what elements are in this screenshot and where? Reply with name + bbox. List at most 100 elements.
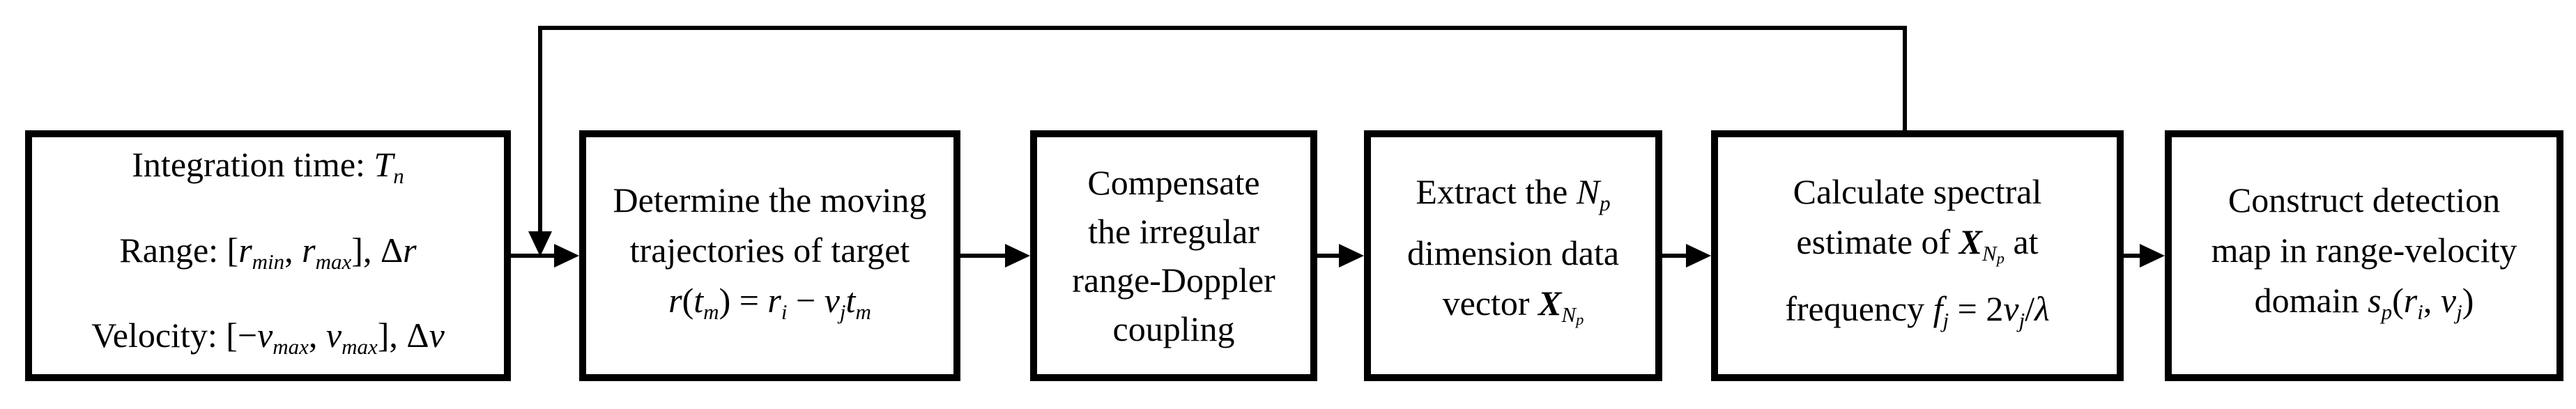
math-segment: vector <box>1442 284 1539 323</box>
math-segment: i <box>781 299 788 324</box>
math-segment: m <box>855 299 871 324</box>
math-segment: n <box>393 163 404 188</box>
math-segment: r <box>2403 280 2418 320</box>
math-segment: N <box>1982 240 1997 265</box>
feedback-arrowhead-down-icon <box>528 231 552 256</box>
arrow-line-4-5 <box>1662 254 1689 258</box>
math-segment: , <box>308 316 326 355</box>
box-spectral-estimate-line-2: estimate of XNp at <box>1718 217 2117 284</box>
math-segment: ( <box>2392 280 2404 320</box>
math-segment: v <box>429 316 445 355</box>
math-segment: Calculate spectral <box>1793 171 2042 211</box>
math-segment: j <box>1942 307 1949 332</box>
math-segment: Construct detection <box>2228 180 2501 219</box>
math-segment: j <box>839 299 846 324</box>
box-determine-trajectories: Determine the moving trajectories of tar… <box>579 130 960 381</box>
box-detection-map: Construct detection map in range-velocit… <box>2165 130 2563 381</box>
math-segment: − <box>787 280 825 320</box>
math-segment: X <box>1538 284 1562 323</box>
math-segment: p <box>1576 311 1584 329</box>
feedback-line-rise <box>1903 26 1907 130</box>
box-detection-map-line-1: Construct detection <box>2172 175 2556 225</box>
math-segment: v <box>325 316 342 355</box>
box-determine-trajectories-line-2: trajectories of target <box>586 225 953 275</box>
math-segment: p <box>2381 299 2393 324</box>
math-segment: , <box>2423 280 2441 320</box>
math-segment: r <box>302 230 316 270</box>
math-segment: j <box>2456 299 2462 324</box>
box-compensate-coupling-line-3: range-Doppler <box>1037 256 1310 304</box>
box-compensate-coupling: Compensate the irregular range-Doppler c… <box>1030 130 1317 381</box>
math-segment: Compensate <box>1087 163 1260 202</box>
math-segment: f <box>1933 288 1943 328</box>
arrowhead-right-2-3-icon <box>1005 244 1030 268</box>
box-input-parameters-line-1: Integration time: Tn <box>32 128 504 213</box>
arrowhead-right-1-2-icon <box>554 244 579 268</box>
math-segment: max <box>342 334 378 360</box>
math-segment: r <box>403 230 417 270</box>
math-segment: = 2 <box>1949 288 2004 328</box>
math-segment: ], Δ <box>377 316 429 355</box>
feedback-line-top <box>538 26 1907 30</box>
box-spectral-estimate: Calculate spectral estimate of XNp at fr… <box>1711 130 2124 381</box>
box-determine-trajectories-line-1: Determine the moving <box>586 175 953 225</box>
math-segment: max <box>315 249 352 274</box>
math-segment: , <box>284 230 302 270</box>
arrowhead-right-5-6-icon <box>2140 244 2165 268</box>
math-segment: ], Δ <box>351 230 404 270</box>
math-segment: N <box>1561 302 1577 327</box>
math-segment: p <box>1600 190 1611 215</box>
math-segment: v <box>257 316 273 355</box>
math-segment: ) <box>2462 280 2474 320</box>
math-segment: Velocity: [− <box>91 316 258 355</box>
math-segment: Range: [ <box>119 230 239 270</box>
box-spectral-estimate-line-3: frequency fj = 2vj/λ <box>1718 284 2117 346</box>
math-segment: r <box>767 280 781 320</box>
math-segment: s <box>2368 280 2382 320</box>
math-segment: X <box>1958 222 1983 261</box>
arrow-line-3-4 <box>1317 254 1342 258</box>
math-segment: trajectories of target <box>629 230 910 270</box>
math-segment: v <box>2003 288 2019 328</box>
box-spectral-estimate-line-1: Calculate spectral <box>1718 167 2117 217</box>
math-segment: t <box>845 280 856 320</box>
math-segment: max <box>273 334 309 360</box>
math-segment: Determine the moving <box>613 180 927 219</box>
math-segment: Integration time: <box>132 144 374 184</box>
arrowhead-right-4-5-icon <box>1686 244 1711 268</box>
math-segment: Extract the <box>1416 171 1577 211</box>
math-segment: map in range-velocity <box>2211 230 2517 270</box>
math-segment: ) = <box>719 280 768 320</box>
math-segment: t <box>693 280 704 320</box>
math-segment: N <box>1576 171 1600 211</box>
math-segment: the irregular <box>1088 212 1259 251</box>
math-segment: p <box>1996 249 2004 267</box>
math-segment: j <box>2018 307 2025 332</box>
feedback-line-drop <box>538 26 542 231</box>
math-segment: domain <box>2254 280 2368 320</box>
math-segment: i <box>2417 299 2423 324</box>
box-compensate-coupling-line-4: coupling <box>1037 304 1310 353</box>
box-compensate-coupling-line-1: Compensate <box>1037 158 1310 207</box>
math-segment: r <box>238 230 252 270</box>
box-input-parameters-line-2: Range: [rmin, rmax], Δr <box>32 213 504 299</box>
math-segment: dimension data <box>1406 233 1620 273</box>
math-segment: at <box>2004 222 2039 261</box>
math-segment: coupling <box>1112 309 1235 348</box>
math-segment: estimate of <box>1796 222 1959 261</box>
box-input-parameters-line-3: Velocity: [−vmax, vmax], Δv <box>32 298 504 384</box>
math-segment: r <box>668 280 682 320</box>
math-segment: range-Doppler <box>1072 261 1275 300</box>
math-segment: v <box>2440 280 2457 320</box>
arrowhead-right-3-4-icon <box>1339 244 1364 268</box>
math-segment: m <box>703 299 719 324</box>
arrow-line-2-3 <box>960 254 1008 258</box>
math-segment: λ <box>2034 288 2050 328</box>
math-segment: frequency <box>1785 288 1933 328</box>
box-detection-map-line-2: map in range-velocity <box>2172 225 2556 275</box>
box-determine-trajectories-line-3: r(tm) = ri − vjtm <box>586 275 953 337</box>
math-segment: / <box>2025 288 2035 328</box>
box-input-parameters: Integration time: Tn Range: [rmin, rmax]… <box>25 130 511 381</box>
math-segment: ( <box>682 280 694 320</box>
